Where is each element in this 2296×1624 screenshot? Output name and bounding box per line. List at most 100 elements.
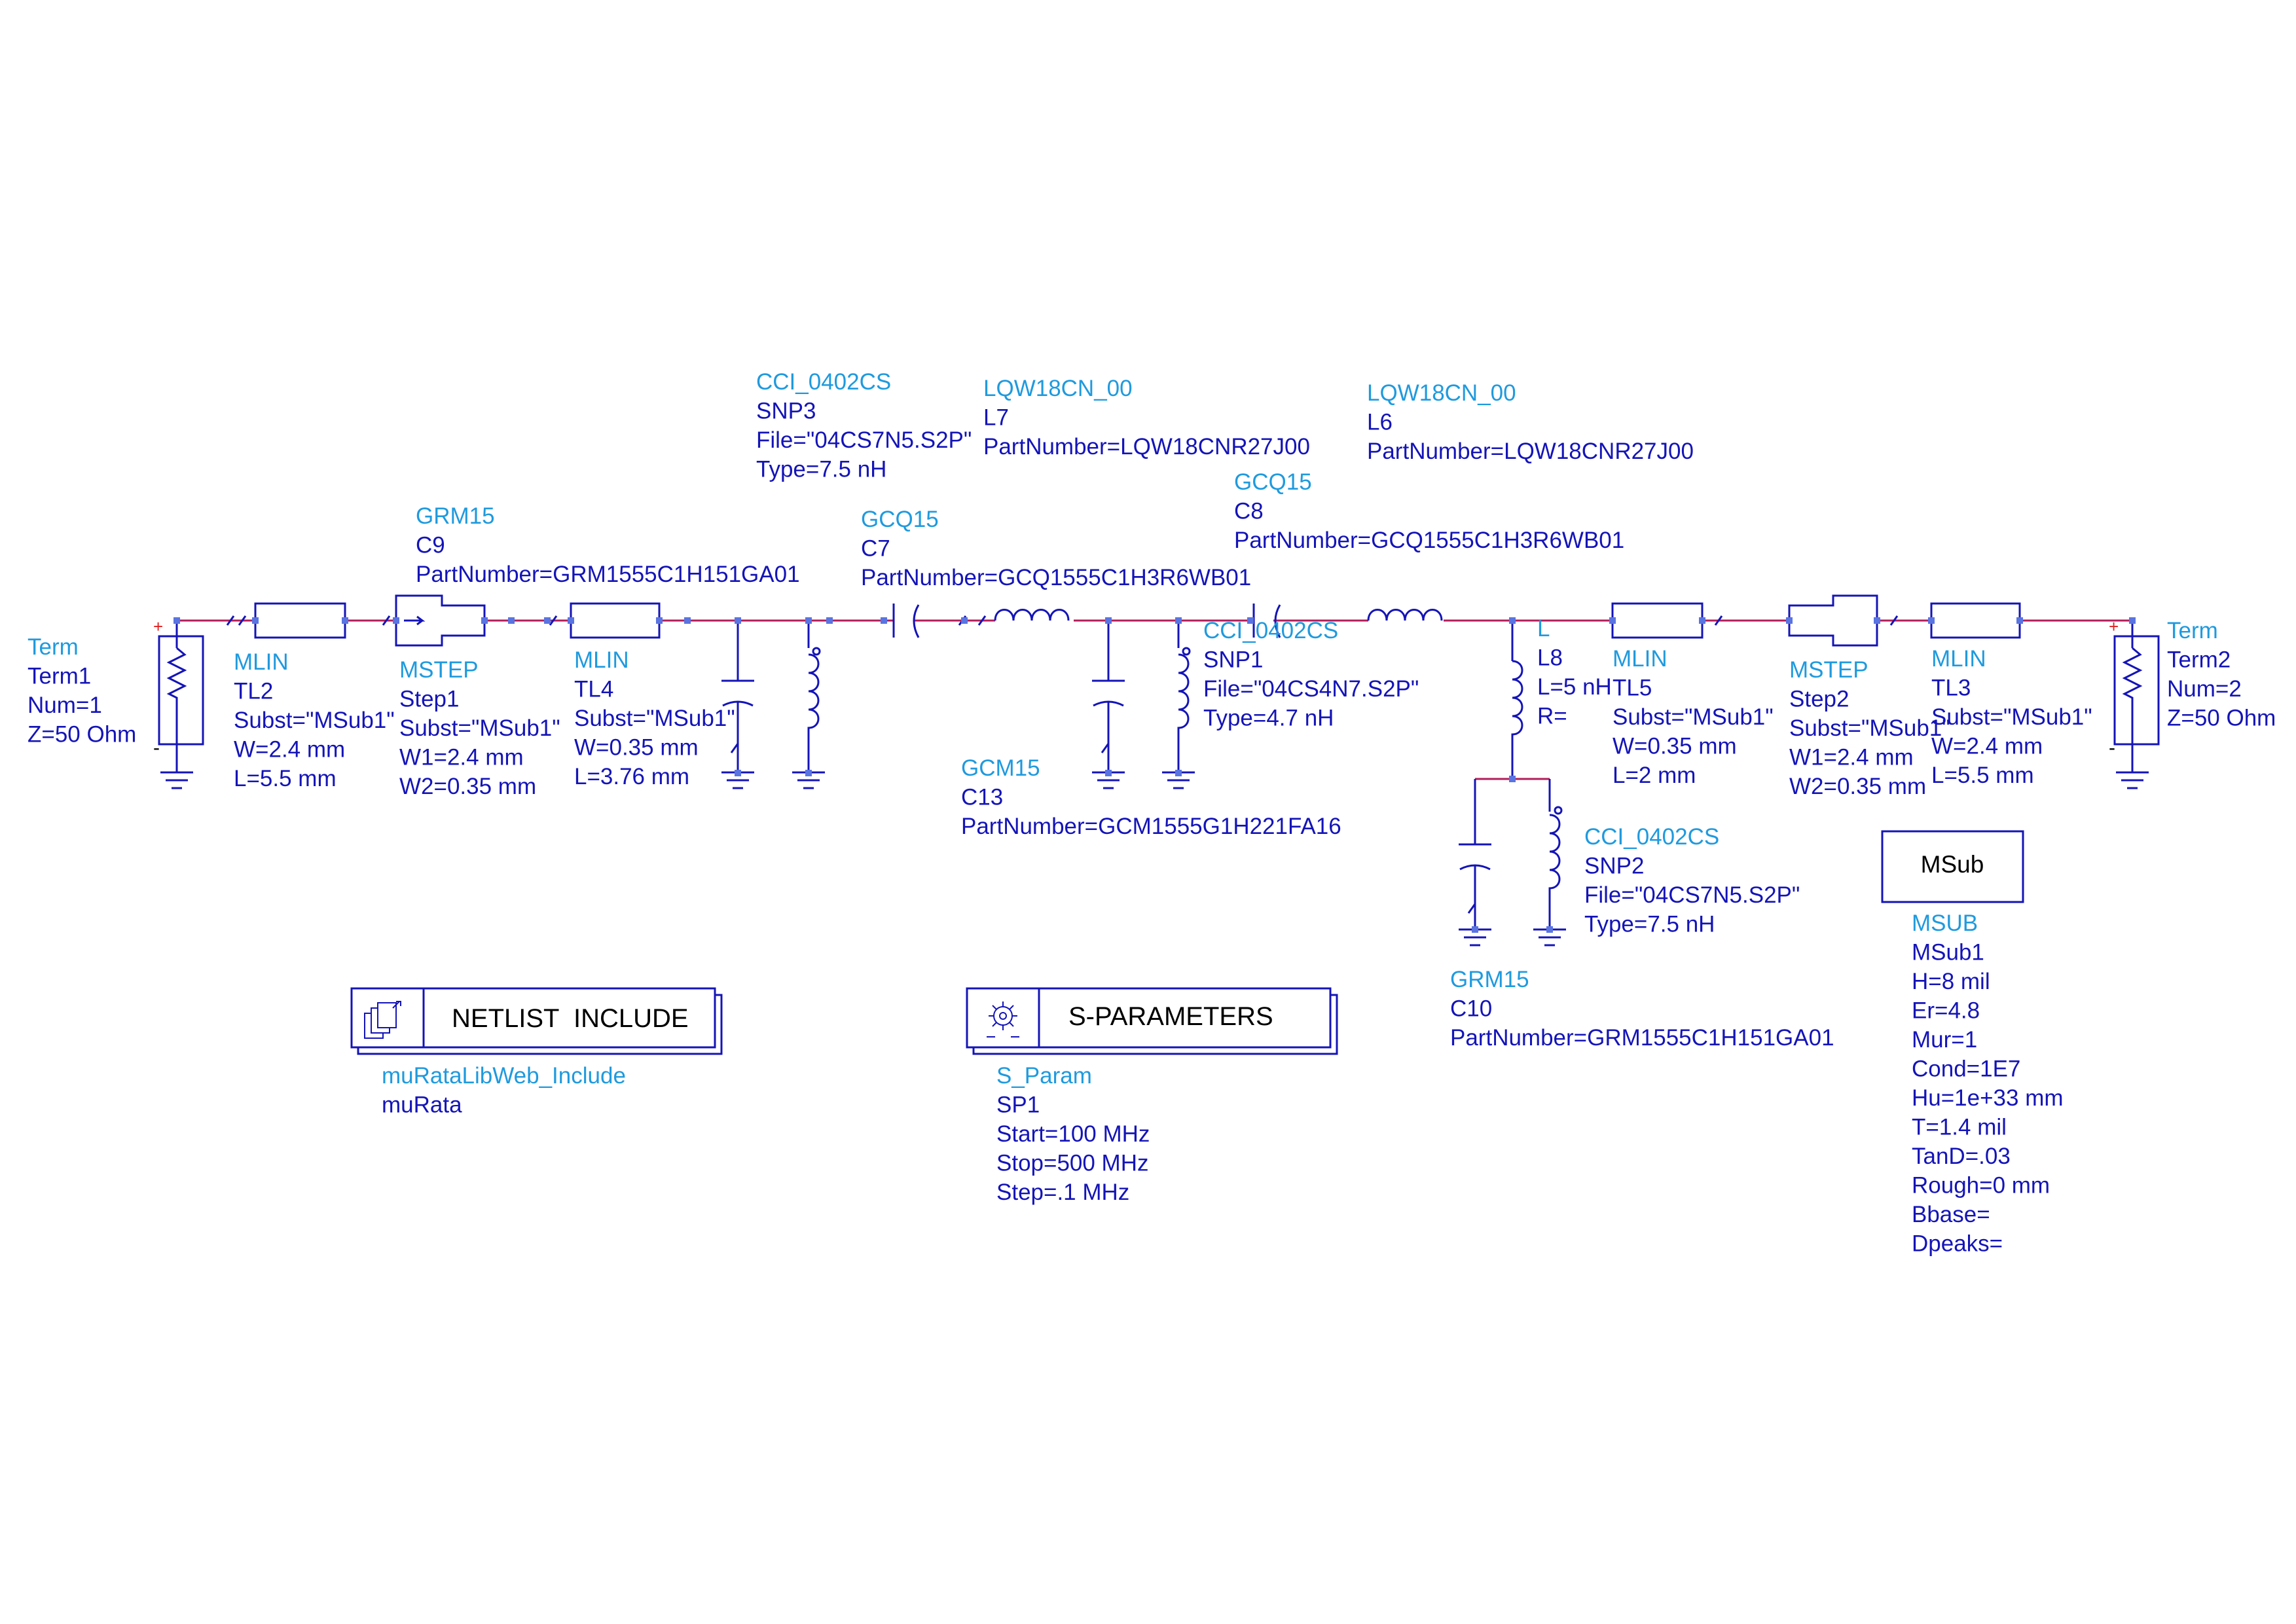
label-line: TL5 (1613, 676, 1652, 701)
label-line: MSTEP (399, 657, 479, 683)
label-line: Term1 (27, 664, 91, 689)
netlist-include-block[interactable]: NETLIST INCLUDE muRataLibWeb_Include muRa… (350, 987, 723, 1118)
l7-symbol[interactable] (977, 609, 1070, 626)
label-line: W=2.4 mm (1931, 734, 2043, 759)
label-line: Step=.1 MHz (996, 1180, 1129, 1205)
label-line: L=5.5 mm (1931, 763, 2034, 788)
netlist-include-title: NETLIST INCLUDE (452, 1004, 689, 1033)
label-line: File="04CS7N5.S2P" (756, 427, 972, 453)
c9-symbol[interactable] (721, 621, 754, 789)
step2-symbol[interactable] (1788, 594, 1899, 647)
label-line: L7 (983, 405, 1009, 431)
tl3-symbol[interactable] (1930, 602, 2021, 639)
label-line: muRata (382, 1092, 462, 1118)
l8-symbol[interactable] (1511, 621, 1523, 779)
netlist-include-icon (364, 1001, 401, 1039)
label-line: C10 (1450, 996, 1492, 1022)
label-line: W1=2.4 mm (1789, 745, 1914, 770)
label-line: W1=2.4 mm (399, 745, 524, 770)
label-line: MSub1 (1912, 940, 1984, 965)
l6-symbol[interactable] (1367, 609, 1443, 621)
term1-symbol[interactable]: + - (153, 617, 204, 789)
label-line: L=5.5 mm (234, 766, 337, 791)
label-line: TL4 (574, 677, 613, 702)
label-line: GCM15 (961, 755, 1040, 781)
label-line: Type=7.5 nH (1584, 912, 1715, 937)
label-line: File="04CS4N7.S2P" (1203, 676, 1419, 702)
label-line: C9 (416, 533, 445, 558)
label-line: Stop=500 MHz (996, 1151, 1149, 1176)
label-line: TL2 (234, 679, 273, 704)
label-line: Step1 (399, 687, 459, 712)
label-line: SNP3 (756, 399, 816, 424)
label-line: TanD=.03 (1912, 1144, 2011, 1169)
snp1-symbol[interactable] (1162, 621, 1195, 789)
label-line: Er=4.8 (1912, 998, 1980, 1024)
label-line: Subst="MSub1" (1613, 704, 1774, 730)
label-line: MLIN (1931, 646, 1986, 672)
snp3-symbol[interactable] (792, 621, 825, 789)
label-line: C8 (1234, 499, 1264, 524)
label-line: PartNumber=LQW18CNR27J00 (983, 434, 1310, 460)
term2-symbol[interactable]: + - (2109, 617, 2160, 789)
label-line: Type=7.5 nH (756, 457, 886, 482)
label-line: MSUB (1912, 911, 1978, 936)
label-line: TL3 (1931, 676, 1971, 701)
label-line: MSTEP (1789, 657, 1868, 683)
label-line: W=2.4 mm (234, 737, 345, 763)
label-line: Dpeaks= (1912, 1231, 2003, 1257)
label-line: SNP1 (1203, 647, 1263, 673)
label-line: Type=4.7 nH (1203, 706, 1334, 731)
snp2-symbol[interactable] (1533, 779, 1566, 947)
msub-title: MSub (1921, 851, 1984, 878)
label-line: GRM15 (416, 503, 495, 529)
label-line: PartNumber=GCQ1555C1H3R6WB01 (1234, 528, 1624, 553)
label-line: L=3.76 mm (574, 764, 689, 789)
step1-symbol[interactable] (382, 594, 486, 647)
svg-text:-: - (153, 737, 160, 759)
label-line: LQW18CN_00 (983, 376, 1133, 401)
label-line: Subst="MSub1" (1931, 704, 2092, 730)
label-line: L=2 mm (1613, 763, 1696, 788)
label-line: L=5 nH (1537, 674, 1612, 700)
label-line: Z=50 Ohm (27, 722, 136, 748)
label-line: CCI_0402CS (1203, 618, 1338, 643)
label-line: Bbase= (1912, 1202, 1990, 1227)
c13-symbol[interactable] (1092, 621, 1125, 789)
label-line: CCI_0402CS (756, 369, 891, 395)
label-line: Term2 (2167, 647, 2231, 673)
label-line: MLIN (1613, 646, 1667, 672)
label-line: Subst="MSub1" (399, 715, 560, 741)
label-line: CCI_0402CS (1584, 824, 1719, 850)
label-line: R= (1537, 704, 1567, 729)
label-line: muRataLibWeb_Include (382, 1063, 626, 1089)
c10-symbol[interactable] (1459, 779, 1491, 947)
label-line: SP1 (996, 1092, 1040, 1118)
label-line: File="04CS7N5.S2P" (1584, 882, 1800, 908)
svg-text:+: + (153, 617, 163, 636)
label-line: Hu=1e+33 mm (1912, 1085, 2064, 1111)
label-line: Num=1 (27, 693, 102, 718)
s-parameters-title: S-PARAMETERS (1068, 1002, 1273, 1031)
label-line: MLIN (234, 649, 289, 675)
label-line: L (1537, 616, 1550, 641)
label-line: GCQ15 (861, 507, 939, 532)
label-line: C13 (961, 785, 1003, 810)
